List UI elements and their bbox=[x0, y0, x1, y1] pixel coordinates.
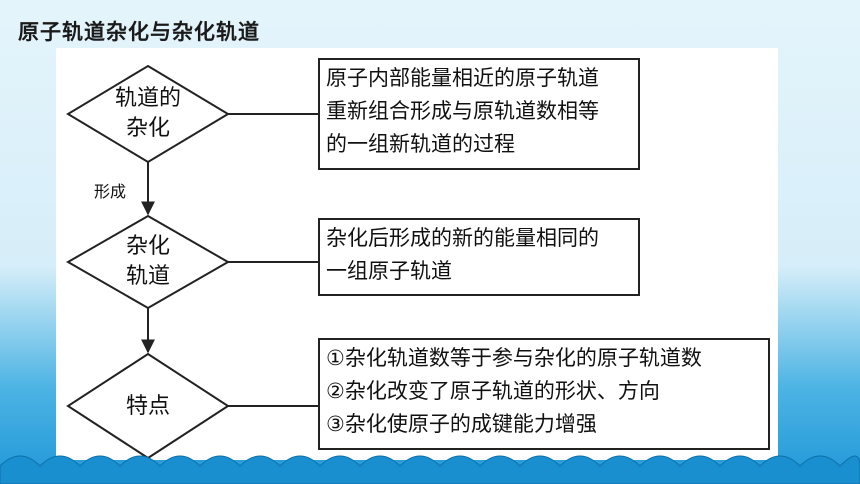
diamond-2-line-1: 杂化 bbox=[125, 234, 170, 259]
description-box-3: ①杂化轨道数等于参与杂化的原子轨道数 ②杂化改变了原子轨道的形状、方向 ③杂化使… bbox=[318, 338, 770, 450]
diamond-1-label: 轨道的 杂化 bbox=[103, 84, 193, 144]
box-1-line-2: 重新组合形成与原轨道数相等 bbox=[326, 99, 599, 123]
description-box-1: 原子内部能量相近的原子轨道 重新组合形成与原轨道数相等 的一组新轨道的过程 bbox=[318, 58, 640, 170]
diamond-1-line-2: 杂化 bbox=[125, 116, 170, 141]
description-box-2: 杂化后形成的新的能量相同的 一组原子轨道 bbox=[318, 218, 640, 296]
diamond-3-line-1: 特点 bbox=[125, 394, 170, 419]
box-1-line-1: 原子内部能量相近的原子轨道 bbox=[326, 66, 599, 90]
box-2-line-2: 一组原子轨道 bbox=[326, 259, 452, 283]
diagram-lines bbox=[65, 64, 318, 460]
edge-label-form: 形成 bbox=[94, 182, 127, 201]
diamond-1-line-1: 轨道的 bbox=[114, 86, 181, 111]
box-1-line-3: 的一组新轨道的过程 bbox=[326, 132, 515, 156]
box-3-line-1: ①杂化轨道数等于参与杂化的原子轨道数 bbox=[326, 346, 702, 370]
box-3-line-2: ②杂化改变了原子轨道的形状、方向 bbox=[326, 379, 660, 403]
diamond-2-label: 杂化 轨道 bbox=[103, 232, 193, 292]
box-2-line-1: 杂化后形成的新的能量相同的 bbox=[326, 226, 599, 250]
slide-title: 原子轨道杂化与杂化轨道 bbox=[18, 20, 260, 44]
diagram-panel: 轨道的 杂化 杂化 轨道 特点 形成 原子内部能量相近的原子轨道 重新组合形成与… bbox=[56, 48, 778, 460]
diamond-2-line-2: 轨道 bbox=[125, 264, 170, 289]
diamond-3-label: 特点 bbox=[103, 392, 193, 422]
decorative-waves bbox=[0, 455, 860, 484]
box-3-line-3: ③杂化使原子的成键能力增强 bbox=[326, 412, 597, 436]
